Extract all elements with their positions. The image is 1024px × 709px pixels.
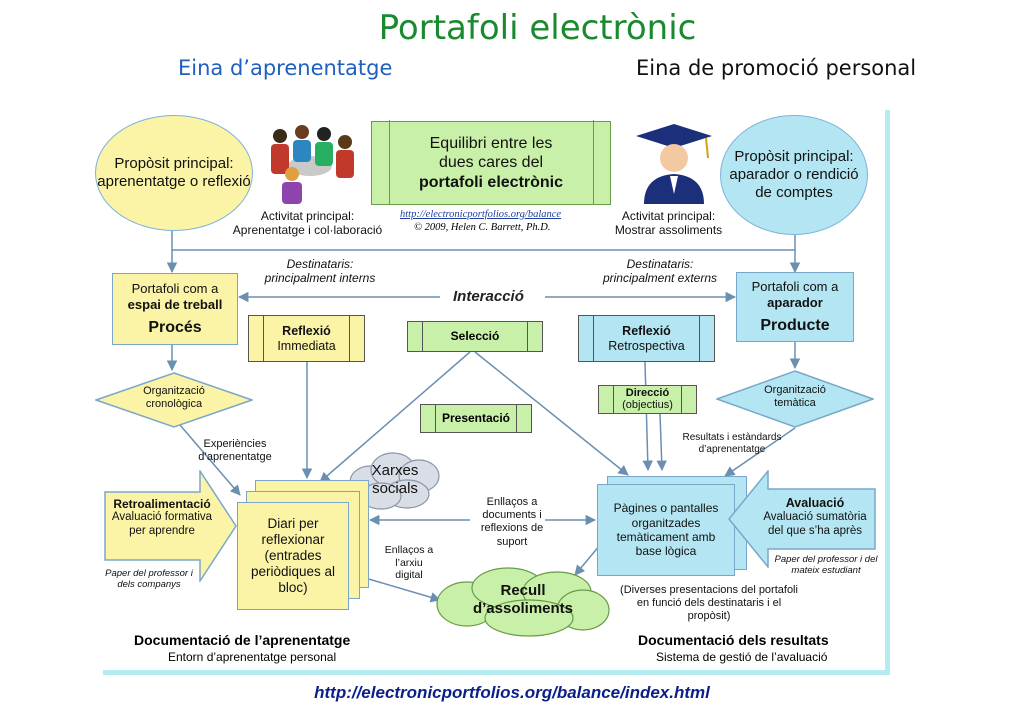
direction-box: Direcció (objectius) [598,385,697,414]
balance-line-2: dues cares del [438,154,544,172]
left-activity-text: Aprenentatge i col·laboració [232,223,383,238]
balance-bold: portafoli electrònic [418,173,564,191]
direction-pages-arrow [656,413,667,472]
right-subtitle: Eina de promoció personal [636,56,917,80]
graduate-illustration [630,118,718,204]
workspace-bold: Procés [148,318,202,336]
presentation-label: Presentació [441,410,511,425]
right-purpose-oval: Propòsit principal: aparador o rendició … [720,115,868,235]
experiences-line-1: Experiències [203,438,267,450]
archive-links-label: Enllaços a l’arxiu digital [384,544,434,582]
showcase-box: Portafoli com a aparador Producte [736,272,854,342]
credit-url[interactable]: http://electronicportfolios.org/balance [400,209,562,220]
credit-author: © 2009, Helen C. Barrett, Ph.D. [414,222,551,233]
left-purpose-title: Propòsit principal: [114,155,234,172]
balance-divider-right [593,120,594,205]
right-activity: Activitat principal: Mostrar assoliments [606,209,731,238]
links-documents-label: Enllaços a documents i reflexions de sup… [480,496,544,548]
diary-text: Diari per reflexionar (entrades periòdiq… [250,515,336,596]
thematic-line-2: temàtica [774,397,816,410]
reflection-retro-text: Retrospectiva [608,338,685,353]
direction-text: (objectius) [622,398,673,411]
reflection-immediate-title: Reflexió [282,323,331,338]
results-label: Resultats i estàndards d’aprenentatge [682,432,782,455]
balance-divider-left [389,120,390,205]
right-audience-label: Destinataris: [626,257,694,271]
chronological-line-2: cronològica [145,398,203,411]
experiences-line-2: d’aprenentatge [198,451,272,464]
left-subtitle: Eina d’aprenentatge [178,56,393,80]
left-purpose-oval: Propòsit principal: aprenentatge o refle… [95,115,253,231]
feedback-source: Paper del professor i dels companys [105,568,193,591]
page-title: Portafoli electrònic [378,8,697,48]
presentations-note: (Diverses presentacions del portafoli en… [620,584,798,623]
thematic-line-1: Organització [764,384,826,396]
pages-achievements-arrow [574,544,601,576]
direction-title: Direcció [625,386,670,399]
chrono-diary-arrow [179,424,241,496]
achievements-cloud: Recull d’assoliments [433,566,613,638]
left-activity-label: Activitat principal: [260,209,355,223]
collaborators-illustration [262,122,358,206]
interaction-label: Interacció [453,288,524,305]
right-activity-text: Mostrar assoliments [614,223,723,238]
left-activity: Activitat principal: Aprenentatge i col·… [225,209,390,238]
reflection-immediate-box: Reflexió Immediata [248,315,365,362]
experiences-label: Experiències d’aprenentatge [185,438,285,464]
right-purpose-text: aparador o rendició de comptes [729,166,859,201]
reflection-retro-box: Reflexió Retrospectiva [578,315,715,362]
workspace-box: Portafoli com a espai de treball Procés [112,273,238,345]
workspace-line-1: Portafoli com a [131,281,219,297]
right-doc-title: Documentació dels resultats [638,632,829,648]
right-audience: Destinataris: principalment externs [590,257,730,286]
left-purpose-text: aprenentatge o reflexió [97,173,251,190]
left-doc-title: Documentació de l’aprenentatge [134,632,351,648]
achievements-label: Recull d’assoliments [472,582,574,617]
presentation-box: Presentació [420,404,532,433]
selection-diary-arrow [319,351,471,483]
pages-text: Pàgines o pantalles organitzades temàtic… [613,501,719,559]
balance-box: Equilibri entre les dues cares del porta… [371,121,611,205]
selection-box: Selecció [407,321,543,352]
diary-achievements-arrow [354,574,442,603]
evaluation-arrow: Avaluació Avaluació sumatòria del que s’… [728,470,876,568]
feedback-arrow: Retroalimentació Avaluació formativa per… [104,470,237,582]
left-audience: Destinataris: principalment interns [250,257,390,286]
balance-line-1: Equilibri entre les [429,135,553,153]
footer-url-link[interactable]: http://electronicportfolios.org/balance/… [314,683,710,702]
selection-pages-arrow [474,351,629,476]
pages-box: Pàgines o pantalles organitzades temàtic… [597,484,735,576]
right-purpose-title: Propòsit principal: [734,148,854,165]
social-networks-cloud: Xarxes socials [345,448,445,512]
reflection-immediate-text: Immediata [277,338,336,353]
left-audience-label: Destinataris: [286,257,354,271]
right-doc-subtitle: Sistema de gestió de l’avaluació [656,650,828,664]
showcase-bold: Producte [760,316,830,334]
evaluation-text: Avaluació sumatòria del que s’ha après [763,511,867,537]
thematic-diamond: Organització temàtica [716,370,874,428]
thematic-pages-arrow [724,427,796,477]
showcase-line-1: Portafoli com a [751,279,839,295]
reflection-retro-title: Reflexió [622,323,671,338]
social-networks-label: Xarxes socials [371,462,419,497]
feedback-text: Avaluació formativa per aprendre [111,511,213,538]
feedback-title: Retroalimentació [113,497,211,511]
left-doc-subtitle: Entorn d’aprenentatge personal [168,650,337,664]
evaluation-source: Paper del professor i del mateix estudia… [774,554,878,577]
right-audience-text: principalment externs [602,271,718,286]
left-audience-text: principalment interns [264,271,376,286]
chronological-line-1: Organització [143,385,205,397]
right-activity-label: Activitat principal: [621,209,716,223]
retro-pages-arrow [642,361,653,472]
diary-box: Diari per reflexionar (entrades periòdiq… [237,502,349,610]
evaluation-title: Avaluació [785,496,845,510]
workspace-line-2: espai de treball [127,296,223,312]
chronological-diamond: Organització cronològica [95,372,253,428]
showcase-line-2: aparador [767,294,823,310]
selection-label: Selecció [450,328,500,343]
